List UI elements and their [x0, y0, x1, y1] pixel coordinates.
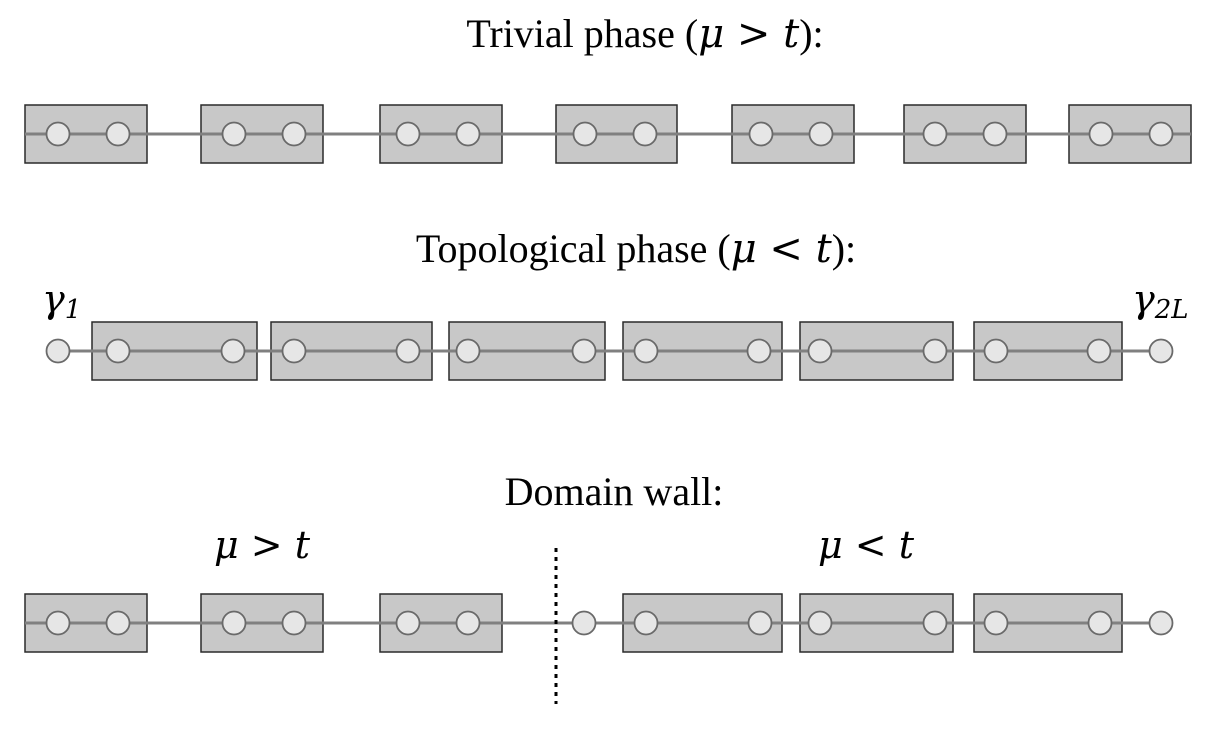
- majorana-site: [922, 610, 948, 636]
- majorana-site: [922, 121, 948, 147]
- majorana-site: [1148, 121, 1174, 147]
- trivial-phase-title: Trivial phase (μ > t):: [466, 11, 823, 57]
- left-edge-majorana-label: γ1: [42, 277, 81, 325]
- majorana-site: [982, 121, 1008, 147]
- topological-phase-panel: Topological phase (μ < t): γ1 γ2L: [42, 226, 1189, 381]
- majorana-site: [1087, 610, 1113, 636]
- majorana-site: [1086, 338, 1112, 364]
- trivial-phase-panel: Trivial phase (μ > t):: [24, 11, 1192, 164]
- majorana-site: [748, 121, 774, 147]
- domain-wall-chain: [24, 593, 1174, 653]
- majorana-site: [1088, 121, 1114, 147]
- site-group: [45, 121, 1174, 147]
- majorana-site: [45, 338, 71, 364]
- topological-region-label: μ < t: [818, 523, 915, 567]
- majorana-site: [105, 610, 131, 636]
- majorana-site: [1148, 610, 1174, 636]
- majorana-site: [983, 610, 1009, 636]
- majorana-site: [807, 610, 833, 636]
- majorana-site: [395, 610, 421, 636]
- majorana-site: [455, 610, 481, 636]
- right-edge-majorana-label: γ2L: [1132, 277, 1189, 325]
- majorana-site: [395, 121, 421, 147]
- topological-chain: [45, 321, 1174, 381]
- majorana-site: [807, 338, 833, 364]
- domain-wall-panel: Domain wall: μ > t μ < t: [24, 469, 1174, 704]
- majorana-site: [922, 338, 948, 364]
- topological-phase-title: Topological phase (μ < t):: [416, 226, 856, 272]
- majorana-site: [633, 338, 659, 364]
- majorana-site: [221, 610, 247, 636]
- majorana-site: [105, 121, 131, 147]
- majorana-site: [281, 338, 307, 364]
- majorana-site: [571, 338, 597, 364]
- majorana-site: [747, 610, 773, 636]
- majorana-site: [746, 338, 772, 364]
- majorana-site: [220, 338, 246, 364]
- trivial-region-label: μ > t: [214, 523, 311, 567]
- majorana-site: [45, 610, 71, 636]
- site-group: [45, 338, 1174, 364]
- majorana-site: [808, 121, 834, 147]
- majorana-site: [105, 338, 131, 364]
- majorana-site: [45, 121, 71, 147]
- majorana-site: [571, 610, 597, 636]
- majorana-site: [1148, 338, 1174, 364]
- majorana-site: [455, 121, 481, 147]
- majorana-site: [455, 338, 481, 364]
- trivial-chain: [24, 104, 1192, 164]
- majorana-site: [395, 338, 421, 364]
- majorana-site: [983, 338, 1009, 364]
- domain-wall-title: Domain wall:: [505, 469, 724, 514]
- majorana-site: [221, 121, 247, 147]
- site-group: [45, 610, 1174, 636]
- majorana-site: [632, 121, 658, 147]
- majorana-site: [633, 610, 659, 636]
- majorana-site: [281, 610, 307, 636]
- majorana-site: [572, 121, 598, 147]
- majorana-site: [281, 121, 307, 147]
